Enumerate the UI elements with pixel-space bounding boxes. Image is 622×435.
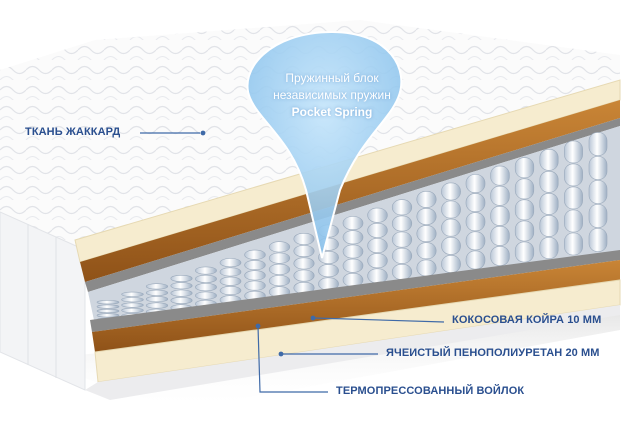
bottom-coconut-layer bbox=[92, 260, 620, 352]
spring bbox=[367, 207, 388, 284]
top-coconut-layer bbox=[80, 100, 620, 282]
spring bbox=[170, 274, 193, 312]
spring bbox=[145, 283, 169, 315]
spring bbox=[391, 199, 413, 280]
leader-felt bbox=[257, 325, 328, 393]
bubble-line-1: Пружинный блок bbox=[285, 71, 379, 85]
spring bbox=[268, 241, 291, 298]
label-coconut: КОКОСОВАЯ КОЙРА 10 ММ bbox=[452, 314, 602, 326]
bubble-line-3: Pocket Spring bbox=[291, 105, 373, 119]
pocket-springs bbox=[96, 132, 608, 322]
spring bbox=[293, 233, 315, 294]
spring bbox=[490, 165, 510, 266]
spring bbox=[342, 216, 364, 287]
spring bbox=[564, 140, 583, 256]
leader-coconut bbox=[314, 317, 445, 323]
bottom-fabric bbox=[85, 305, 620, 400]
spring bbox=[465, 174, 486, 270]
spring bbox=[416, 191, 437, 277]
leader-dots bbox=[200, 130, 316, 357]
spring bbox=[588, 132, 608, 252]
label-foam: ЯЧЕИСТЫЙ ПЕНОПОЛИУРЕТАН 20 ММ bbox=[386, 347, 600, 359]
spring bbox=[539, 149, 559, 259]
info-bubble bbox=[246, 30, 403, 259]
bottom-felt-layer bbox=[90, 250, 620, 332]
label-fabric: ТКАНЬ ЖАККАРД bbox=[25, 126, 121, 138]
top-felt-layer bbox=[85, 118, 620, 292]
spring bbox=[219, 258, 242, 305]
spring bbox=[514, 157, 535, 263]
spring bbox=[244, 249, 266, 301]
spring bbox=[441, 182, 461, 273]
label-felt: ТЕРМОПРЕССОВАННЫЙ ВОЙЛОК bbox=[336, 385, 525, 397]
bubble-line-2: независимых пружин bbox=[273, 88, 391, 102]
leader-lines bbox=[140, 132, 445, 393]
spring bbox=[195, 266, 217, 308]
